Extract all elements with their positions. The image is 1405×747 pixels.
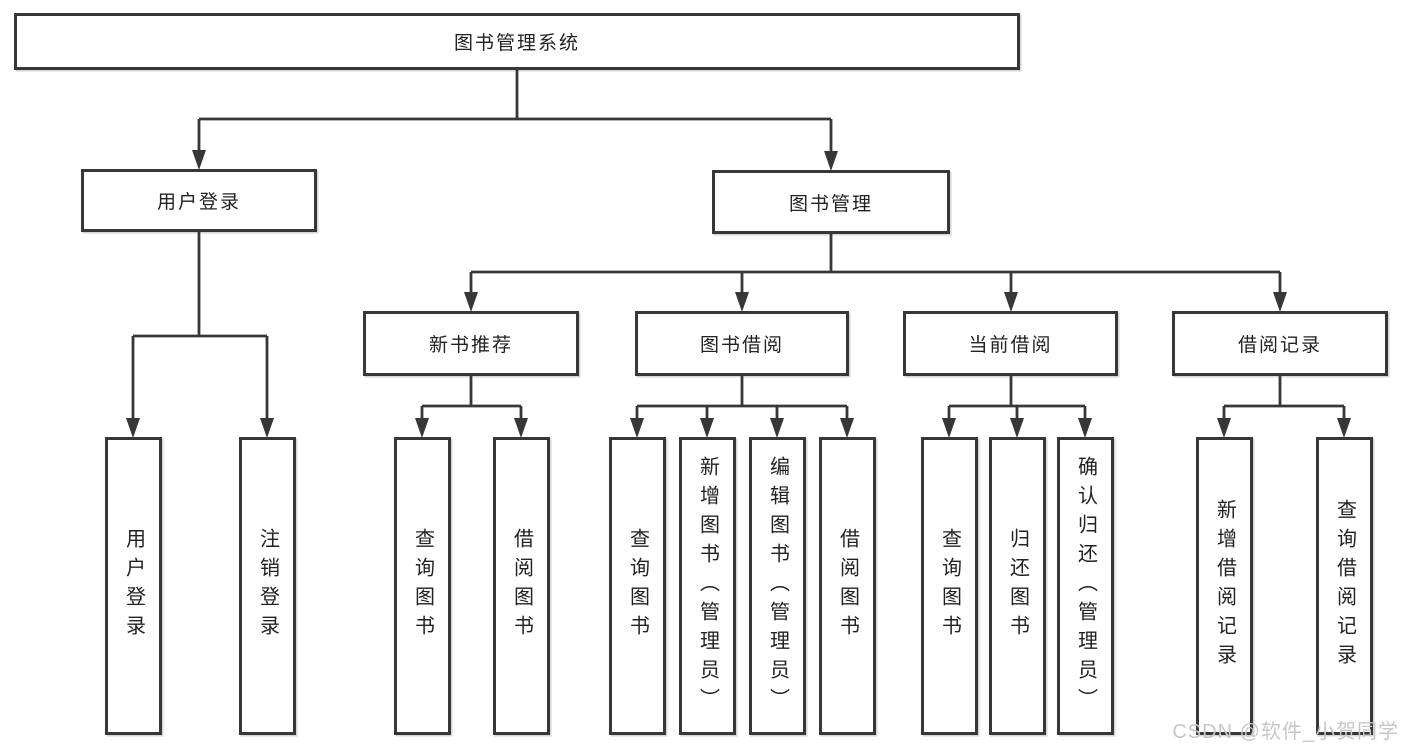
node-user-login-label: 用户登录 <box>156 192 241 213</box>
node-leaf-borrow-query: 查询图书 <box>609 437 666 735</box>
node-leaf-newbook-query-label: 查询图书 <box>411 528 434 644</box>
node-user-login: 用户登录 <box>81 169 317 232</box>
node-leaf-record-query-label: 查询借阅记录 <box>1333 499 1356 673</box>
node-book-management-label: 图书管理 <box>788 193 873 215</box>
node-leaf-borrow-edit-admin: 编辑图书（管理员） <box>749 437 806 735</box>
node-leaf-borrow-edit-admin-label: 编辑图书（管理员） <box>766 455 789 717</box>
node-leaf-record-query: 查询借阅记录 <box>1316 437 1373 735</box>
node-leaf-borrow-query-label: 查询图书 <box>626 528 649 644</box>
node-leaf-borrow-borrow-label: 借阅图书 <box>836 528 859 644</box>
node-leaf-newbook-query: 查询图书 <box>394 437 451 735</box>
node-leaf-current-return-label: 归还图书 <box>1006 528 1029 644</box>
node-leaf-logout: 注销登录 <box>239 437 296 735</box>
arrowheads <box>126 150 1351 438</box>
node-leaf-current-confirm-admin-label: 确认归还（管理员） <box>1074 455 1097 717</box>
node-borrow-records-label: 借阅记录 <box>1237 335 1322 356</box>
node-leaf-record-add-label: 新增借阅记录 <box>1213 499 1236 673</box>
node-current-borrow: 当前借阅 <box>903 311 1118 376</box>
node-leaf-current-return: 归还图书 <box>989 437 1046 735</box>
node-borrow-records: 借阅记录 <box>1172 311 1388 376</box>
node-root-label: 图书管理系统 <box>453 33 580 54</box>
node-current-borrow-label: 当前借阅 <box>968 335 1053 356</box>
node-leaf-current-confirm-admin: 确认归还（管理员） <box>1057 437 1114 735</box>
node-leaf-login: 用户登录 <box>105 437 162 735</box>
node-leaf-logout-label: 注销登录 <box>256 528 279 644</box>
node-leaf-borrow-add-admin-label: 新增图书（管理员） <box>696 455 719 717</box>
node-book-borrow: 图书借阅 <box>635 311 849 376</box>
node-root: 图书管理系统 <box>14 13 1020 70</box>
node-leaf-login-label: 用户登录 <box>122 528 145 644</box>
node-leaf-newbook-borrow: 借阅图书 <box>493 437 550 735</box>
node-book-borrow-label: 图书借阅 <box>699 335 784 356</box>
node-leaf-borrow-borrow: 借阅图书 <box>819 437 876 735</box>
node-leaf-record-add: 新增借阅记录 <box>1196 437 1253 735</box>
node-new-book-recommend-label: 新书推荐 <box>428 335 513 356</box>
node-leaf-current-query-label: 查询图书 <box>938 528 961 644</box>
watermark: CSDN @软件_小贺同学 <box>1172 721 1399 743</box>
node-new-book-recommend: 新书推荐 <box>363 311 579 376</box>
node-leaf-borrow-add-admin: 新增图书（管理员） <box>679 437 736 735</box>
node-leaf-newbook-borrow-label: 借阅图书 <box>510 528 533 644</box>
node-leaf-current-query: 查询图书 <box>921 437 978 735</box>
node-book-management: 图书管理 <box>712 170 950 234</box>
